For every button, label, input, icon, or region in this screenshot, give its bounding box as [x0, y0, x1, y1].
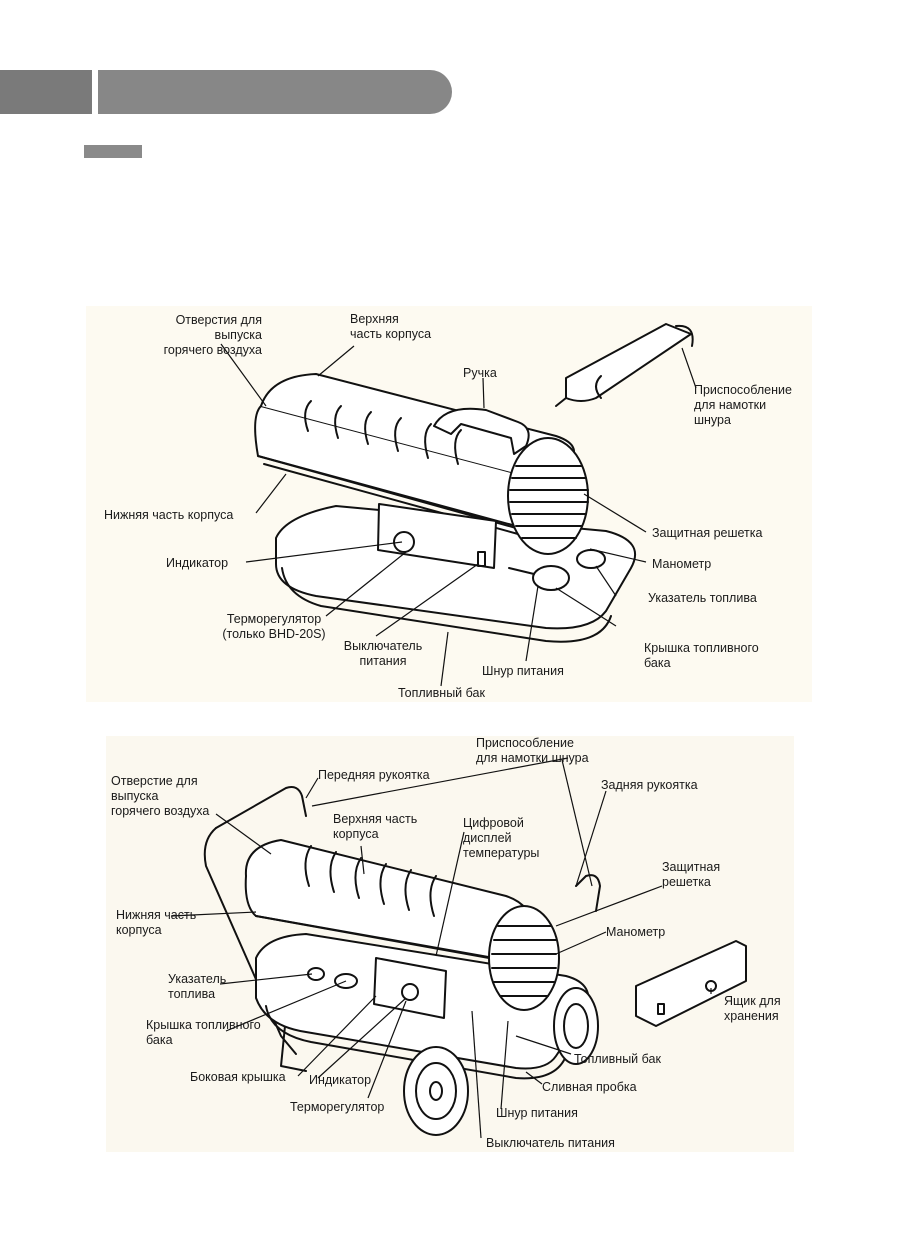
label-handle: Ручка	[463, 366, 497, 380]
label-power-switch: Выключатель питания	[343, 639, 423, 668]
bottom-heater-drawing	[170, 757, 747, 1139]
top-heater-drawing	[220, 323, 697, 687]
header-divider	[92, 70, 98, 114]
label-digital-display: Цифровой дисплей температуры	[463, 816, 540, 860]
label-drain-plug: Сливная пробка	[542, 1080, 637, 1094]
label-indicator: Индикатор	[309, 1073, 372, 1087]
section-header-bar	[0, 70, 452, 114]
label-lower-body: Нижняя часть корпуса	[116, 908, 197, 937]
label-rear-handle: Задняя рукоятка	[601, 778, 698, 792]
label-thermostat: Терморегулятор (только BHD-20S)	[222, 612, 326, 641]
label-storage-box: Ящик для хранения	[724, 994, 781, 1023]
label-tank-cap: Крышка топливного бака	[644, 641, 759, 670]
label-front-handle: Передняя рукоятка	[318, 768, 430, 782]
label-upper-body: Верхняя часть корпуса	[350, 312, 432, 341]
label-side-cover: Боковая крышка	[190, 1070, 286, 1084]
label-guard: Защитная решетка	[662, 860, 721, 889]
label-indicator: Индикатор	[166, 556, 229, 570]
label-cord-winder: Приспособление для намотки шнура	[476, 736, 589, 765]
top-heater-diagram: Отверстия для выпуска горячего воздуха В…	[86, 306, 812, 702]
label-manometer: Манометр	[606, 925, 666, 939]
label-fuel-tank: Топливный бак	[574, 1052, 661, 1066]
label-power-cord: Шнур питания	[496, 1106, 578, 1120]
label-guard: Защитная решетка	[652, 526, 763, 540]
label-tank-cap: Крышка топливного бака	[146, 1018, 261, 1047]
label-hot-air-outlet: Отверстие для выпуска горячего воздуха	[111, 774, 210, 818]
label-upper-body: Верхняя часть корпуса	[333, 812, 418, 841]
label-lower-body: Нижняя часть корпуса	[104, 508, 234, 522]
label-cord-winder: Приспособление для намотки шнура	[694, 383, 792, 427]
label-thermostat: Терморегулятор	[290, 1100, 385, 1114]
label-fuel-gauge: Указатель топлива	[648, 591, 757, 605]
label-power-cord: Шнур питания	[482, 664, 564, 678]
label-fuel-tank: Топливный бак	[398, 686, 485, 700]
label-manometer: Манометр	[652, 557, 712, 571]
label-hot-air-outlet: Отверстия для выпуска горячего воздуха	[163, 313, 262, 357]
label-power-switch: Выключатель питания	[486, 1136, 615, 1150]
bottom-heater-diagram: Приспособление для намотки шнура Отверст…	[106, 736, 794, 1152]
section-tag-bar	[84, 145, 142, 158]
label-fuel-gauge: Указатель топлива	[168, 972, 227, 1001]
